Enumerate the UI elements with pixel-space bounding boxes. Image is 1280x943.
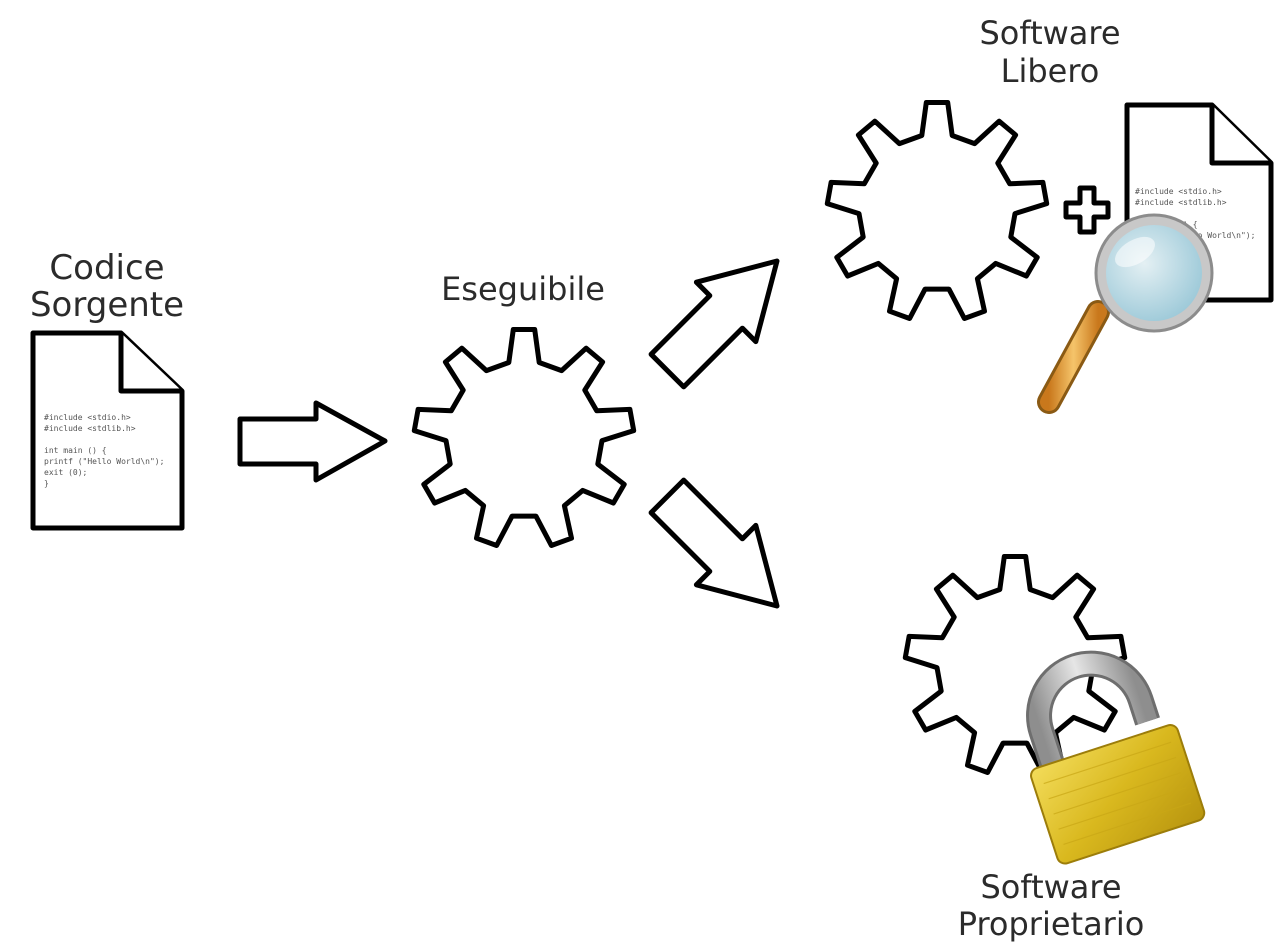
- source-label-line2: Sorgente: [30, 285, 184, 325]
- code-line: int main () {: [44, 446, 107, 455]
- code-line: exit (0);: [44, 468, 87, 477]
- source-document-icon: #include <stdio.h> #include <stdlib.h> int…: [30, 330, 185, 531]
- free-software-label-line1: Software: [979, 14, 1120, 52]
- executable-label: Eseguibile: [441, 270, 605, 308]
- arrow-up-right-icon: [648, 258, 780, 390]
- code-line: printf ("Hello World\n");: [44, 457, 164, 466]
- proprietary-software-label-line2: Proprietario: [958, 905, 1145, 943]
- code-line: }: [44, 479, 49, 488]
- plus-icon: [1063, 185, 1111, 235]
- proprietary-software-label-line1: Software: [980, 868, 1121, 906]
- executable-gear-icon: [411, 327, 637, 548]
- arrow-down-right-icon: [648, 477, 780, 609]
- free-software-gear-icon: [824, 100, 1050, 321]
- free-software-label-line2: Libero: [1001, 52, 1100, 90]
- arrow-icon: [237, 400, 388, 483]
- source-label-line1: Codice: [49, 248, 164, 288]
- magnifier-icon: [1037, 213, 1214, 414]
- source-code-snippet: #include <stdio.h> #include <stdlib.h> int…: [44, 413, 164, 488]
- code-line: #include <stdlib.h>: [1135, 198, 1227, 207]
- code-line: #include <stdio.h>: [44, 413, 131, 422]
- padlock-icon: [1026, 650, 1206, 865]
- code-line: #include <stdlib.h>: [44, 424, 136, 433]
- code-line: #include <stdio.h>: [1135, 187, 1222, 196]
